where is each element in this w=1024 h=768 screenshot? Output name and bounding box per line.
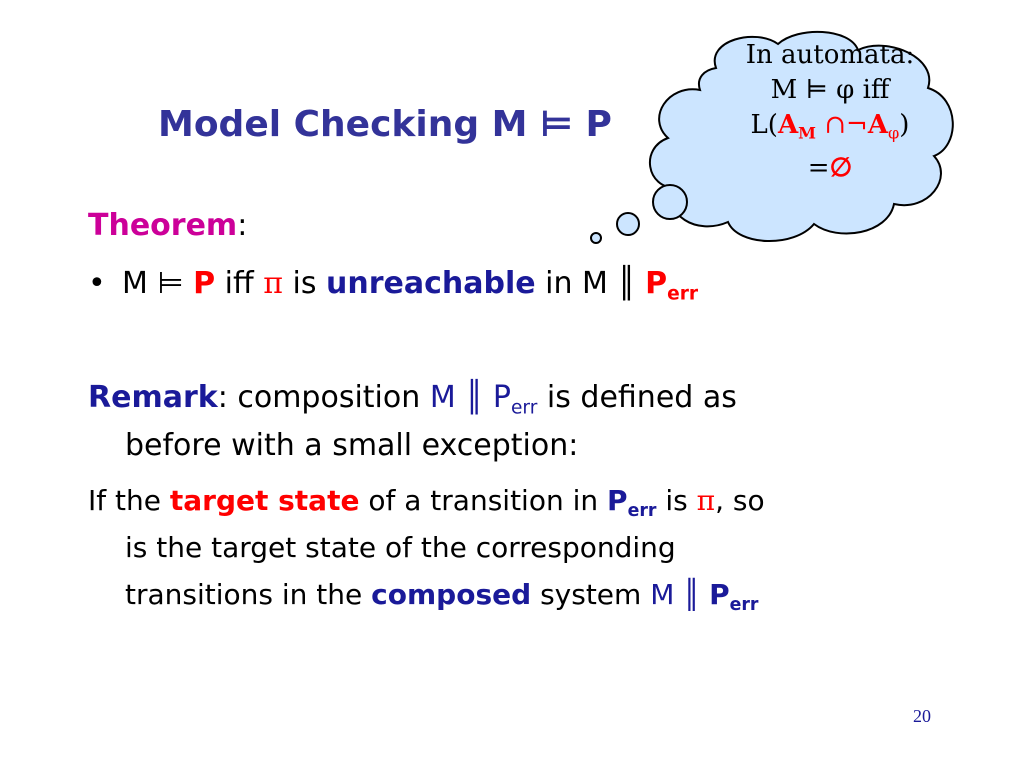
theorem-heading: Theorem:	[88, 208, 248, 243]
slide-title: Model Checking M ⊨ P	[158, 104, 612, 145]
cloud-line-2: M ⊨ φ iff	[770, 75, 890, 105]
cloud-bubble-small	[590, 232, 602, 244]
page-number: 20	[913, 706, 931, 726]
cloud-shape	[648, 30, 954, 242]
cloud-line-3: L(AM ∩¬Aφ)	[750, 110, 910, 143]
thought-cloud	[590, 30, 954, 244]
cloud-line-1: In automata:	[745, 40, 915, 70]
theorem-bullet: •M ⊨ P iff π is unreachable in M ║ Perr	[88, 266, 699, 305]
cloud-line-4: =∅	[807, 152, 853, 183]
bullet-icon: •	[88, 266, 106, 301]
remark-line-1: Remark: composition M ║ Perr is defined …	[88, 380, 737, 419]
cloud-bubble-medium	[616, 212, 640, 236]
if-line-1: If the target state of a transition in P…	[88, 484, 765, 522]
if-line-2: is the target state of the corresponding	[125, 531, 676, 564]
cloud-bubble-large	[652, 184, 688, 220]
cloud-text: In automata: M ⊨ φ iff L(AM ∩¬Aφ) =∅	[680, 38, 980, 186]
if-line-3: transitions in the composed system M ║ P…	[125, 578, 759, 616]
remark-line-2: before with a small exception:	[125, 428, 579, 463]
